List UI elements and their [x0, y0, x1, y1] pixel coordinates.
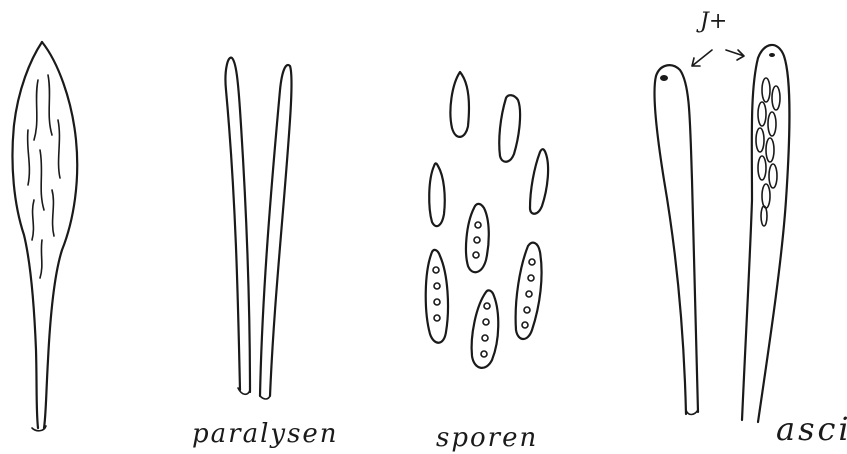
arrow-to-spore-ascus: [726, 50, 744, 60]
fruiting-body-drawing: [12, 42, 77, 431]
arrow-to-empty-ascus: [692, 50, 712, 66]
asci-drawing: J+ asci: [654, 9, 847, 448]
paraphyses-label: paralysen: [192, 419, 339, 449]
ascus-apex-dot: [769, 53, 775, 57]
paraphyses-drawing: paralysen: [192, 58, 339, 449]
spores-label: sporen: [436, 423, 538, 453]
reagent-note: J+: [696, 9, 727, 34]
spores-drawing: sporen: [426, 72, 548, 453]
ascus-apex-dot: [660, 75, 668, 81]
asci-label: asci: [776, 410, 847, 448]
